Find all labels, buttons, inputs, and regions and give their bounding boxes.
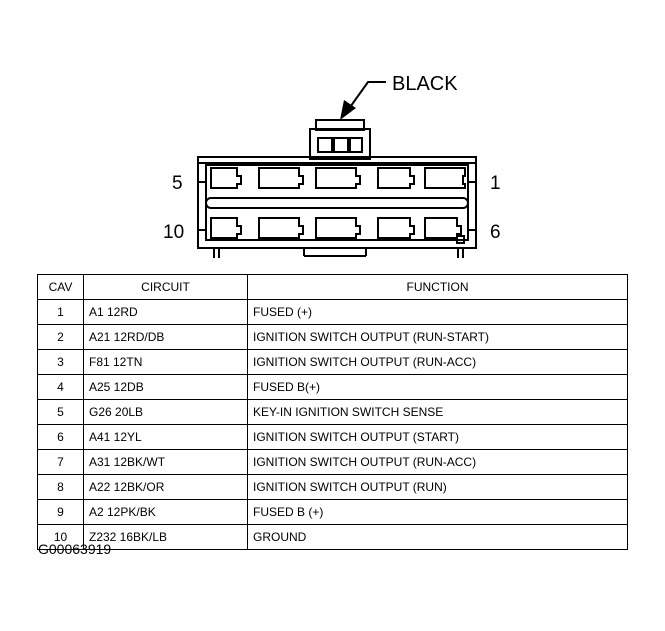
row-cav: 4 xyxy=(37,374,84,400)
header-circuit: CIRCUIT xyxy=(83,274,248,300)
cavity-4 xyxy=(258,167,304,189)
center-rail xyxy=(205,197,469,209)
row-function: FUSED B(+) xyxy=(247,374,628,400)
connector-diagram: BLACK 5 1 10 6 xyxy=(163,73,501,258)
table-row: 5 G26 20LB KEY-IN IGNITION SWITCH SENSE xyxy=(37,399,628,425)
pin-label-10: 10 xyxy=(163,222,184,243)
header-cav: CAV xyxy=(37,274,84,300)
row-cav: 6 xyxy=(37,424,84,450)
table-row: 3 F81 12TN IGNITION SWITCH OUTPUT (RUN-A… xyxy=(37,349,628,375)
table-row: 4 A25 12DB FUSED B(+) xyxy=(37,374,628,400)
table-row: 2 A21 12RD/DB IGNITION SWITCH OUTPUT (RU… xyxy=(37,324,628,350)
table-row: 1 A1 12RD FUSED (+) xyxy=(37,299,628,325)
row-cav: 7 xyxy=(37,449,84,475)
table-row: 10 Z232 16BK/LB GROUND xyxy=(37,524,628,550)
table-row: 9 A2 12PK/BK FUSED B (+) xyxy=(37,499,628,525)
cavity-10 xyxy=(210,217,242,239)
row-function: GROUND xyxy=(247,524,628,550)
row-cav: 8 xyxy=(37,474,84,500)
polarity-key xyxy=(456,235,465,244)
row-function: FUSED (+) xyxy=(247,299,628,325)
pinout-table: CAV CIRCUIT FUNCTION 1 A1 12RD FUSED (+)… xyxy=(37,274,628,550)
table-row: 6 A41 12YL IGNITION SWITCH OUTPUT (START… xyxy=(37,424,628,450)
latch-window-mid xyxy=(333,137,349,153)
cavity-6 xyxy=(424,217,462,239)
row-circuit: Z232 16BK/LB xyxy=(83,524,248,550)
latch-window-left xyxy=(317,137,333,153)
row-circuit: A25 12DB xyxy=(83,374,248,400)
cavity-8 xyxy=(315,217,361,239)
row-cav: 5 xyxy=(37,399,84,425)
cavity-1 xyxy=(424,167,466,189)
row-function: IGNITION SWITCH OUTPUT (RUN-ACC) xyxy=(247,349,628,375)
table-row: 7 A31 12BK/WT IGNITION SWITCH OUTPUT (RU… xyxy=(37,449,628,475)
row-circuit: A1 12RD xyxy=(83,299,248,325)
cavity-5 xyxy=(210,167,242,189)
connector-inner-frame xyxy=(205,164,469,241)
row-cav: 2 xyxy=(37,324,84,350)
connector-latch xyxy=(309,128,371,160)
row-circuit: A31 12BK/WT xyxy=(83,449,248,475)
connector-color-label: BLACK xyxy=(392,73,458,95)
row-circuit: G26 20LB xyxy=(83,399,248,425)
cavity-3 xyxy=(315,167,361,189)
row-function: IGNITION SWITCH OUTPUT (START) xyxy=(247,424,628,450)
cavity-9 xyxy=(258,217,304,239)
row-function: IGNITION SWITCH OUTPUT (RUN-START) xyxy=(247,324,628,350)
table-row: 8 A22 12BK/OR IGNITION SWITCH OUTPUT (RU… xyxy=(37,474,628,500)
row-function: IGNITION SWITCH OUTPUT (RUN) xyxy=(247,474,628,500)
row-circuit: F81 12TN xyxy=(83,349,248,375)
row-cav: 3 xyxy=(37,349,84,375)
table-header-row: CAV CIRCUIT FUNCTION xyxy=(37,274,628,300)
row-function: KEY-IN IGNITION SWITCH SENSE xyxy=(247,399,628,425)
pin-label-6: 6 xyxy=(490,222,501,243)
header-function: FUNCTION xyxy=(247,274,628,300)
pin-label-1: 1 xyxy=(490,173,501,194)
color-leader-arrow xyxy=(340,100,356,120)
row-cav: 1 xyxy=(37,299,84,325)
row-circuit: A22 12BK/OR xyxy=(83,474,248,500)
latch-window-right xyxy=(349,137,363,153)
row-circuit: A41 12YL xyxy=(83,424,248,450)
row-function: IGNITION SWITCH OUTPUT (RUN-ACC) xyxy=(247,449,628,475)
cavity-7 xyxy=(377,217,415,239)
figure-id: G00063919 xyxy=(38,541,112,557)
row-function: FUSED B (+) xyxy=(247,499,628,525)
cavity-2 xyxy=(377,167,415,189)
row-cav: 10 xyxy=(37,524,84,550)
row-cav: 9 xyxy=(37,499,84,525)
row-circuit: A2 12PK/BK xyxy=(83,499,248,525)
color-leader-line xyxy=(347,81,386,111)
row-circuit: A21 12RD/DB xyxy=(83,324,248,350)
pin-label-5: 5 xyxy=(172,173,183,194)
connector-body xyxy=(197,156,477,249)
